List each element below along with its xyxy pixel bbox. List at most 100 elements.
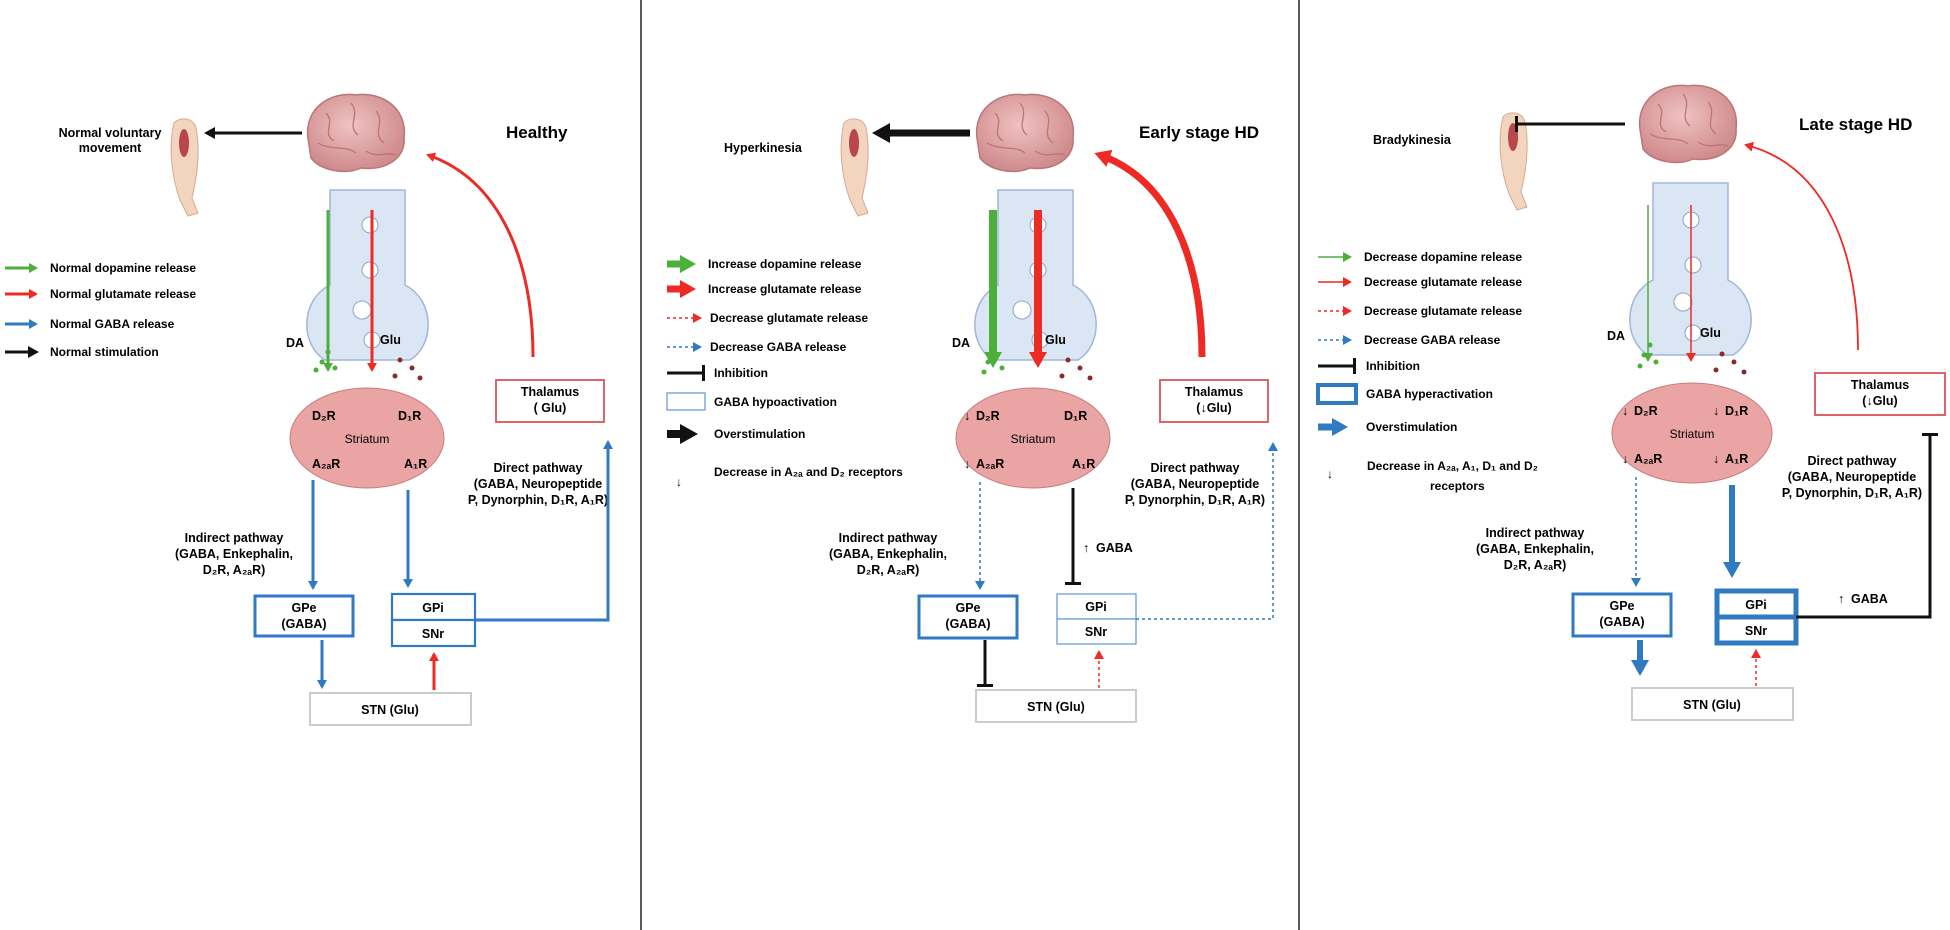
legend-label: Overstimulation <box>1366 420 1457 434</box>
gpe-box <box>253 594 355 638</box>
gpi-to-thalamus-arrow <box>475 440 613 622</box>
direct-pathway-label: P, Dynorphin, D₁R, A₁R) <box>1125 493 1265 507</box>
striatum <box>289 387 445 489</box>
gpe-box <box>1571 592 1673 638</box>
thalamus-to-cortex-arrow <box>1744 141 1859 351</box>
brain-icon <box>1638 84 1738 164</box>
legend: Increase dopamine release Increase gluta… <box>666 255 903 489</box>
da-label: DA <box>1607 329 1625 343</box>
indirect-pathway-label: D₂R, A₂ₐR) <box>857 563 920 577</box>
legend: Decrease dopamine release Decrease gluta… <box>1316 250 1538 493</box>
receptor-a1: A₁R <box>1725 452 1748 466</box>
legend-label: Normal GABA release <box>50 317 175 331</box>
direct-pathway-label: P, Dynorphin, D₁R, A₁R) <box>1782 486 1922 500</box>
receptor-a2a: A₂ₐR <box>1634 452 1662 466</box>
direct-pathway-label: (GABA, Neuropeptide <box>474 477 603 491</box>
legend-label: Decrease GABA release <box>710 340 847 354</box>
snr-label: SNr <box>1745 624 1767 638</box>
legend-label: Decrease dopamine release <box>1364 250 1522 264</box>
panel-healthy: Healthy Normal voluntary movement DA Gl <box>5 93 613 726</box>
legend-swatch <box>1316 383 1358 405</box>
gpe-sub: (GABA) <box>1599 615 1644 629</box>
direct-pathway-label: Direct pathway <box>1151 461 1240 475</box>
legend-label: GABA hypoactivation <box>714 395 837 409</box>
down-arrow-d2: ↓ <box>964 409 970 423</box>
thalamus-to-cortex-arrow <box>1094 149 1206 358</box>
indirect-pathway-label: (GABA, Enkephalin, <box>829 547 947 561</box>
thalamus-sub: (↓Glu) <box>1196 401 1231 415</box>
panel-late-hd: Late stage HD Bradykinesia DA Glu <box>1316 84 1946 721</box>
gpe-sub: (GABA) <box>945 617 990 631</box>
outcome-label: Normal voluntary <box>59 126 162 140</box>
legend-label: receptors <box>1430 479 1485 493</box>
legend-label: Normal glutamate release <box>50 287 196 301</box>
legend-label: Decrease in A₂ₐ and D₂ receptors <box>714 465 903 479</box>
legend-label: Decrease in A₂ₐ, A₁, D₁ and D₂ <box>1367 459 1538 473</box>
down-arrow-a2a: ↓ <box>964 457 970 471</box>
direct-pathway-label: (GABA, Neuropeptide <box>1788 470 1917 484</box>
receptor-d2: D₂R <box>1634 404 1658 418</box>
legend-label: Inhibition <box>714 366 768 380</box>
down-arrow-a2a: ↓ <box>1622 452 1628 466</box>
thalamus-to-cortex-arrow <box>426 152 535 358</box>
glu-label: Glu <box>1045 333 1066 347</box>
down-arrow-d1: ↓ <box>1713 404 1719 418</box>
outcome-label: Hyperkinesia <box>724 141 803 155</box>
stn-box <box>975 689 1137 723</box>
stn-label: STN (Glu) <box>1027 700 1085 714</box>
gaba-note: GABA <box>1851 592 1888 606</box>
legend: Normal dopamine release Normal glutamate… <box>5 261 196 359</box>
legend-label: Normal dopamine release <box>50 261 196 275</box>
da-label: DA <box>286 336 304 350</box>
gpi-label: GPi <box>422 601 444 615</box>
legend-label: GABA hyperactivation <box>1366 387 1493 401</box>
indirect-pathway-label: D₂R, A₂ₐR) <box>1504 558 1567 572</box>
brain-icon <box>306 93 406 173</box>
legend-label: Decrease glutamate release <box>710 311 868 325</box>
glu-label: Glu <box>1700 326 1721 340</box>
gpe-label: GPe <box>291 601 316 615</box>
stn-box <box>1631 687 1794 721</box>
thalamus-box <box>1159 379 1269 423</box>
gpe-label: GPe <box>1609 599 1634 613</box>
direct-pathway-label: Direct pathway <box>494 461 583 475</box>
direct-pathway-label: (GABA, Neuropeptide <box>1131 477 1260 491</box>
arm-icon <box>170 118 199 217</box>
panel-title: Late stage HD <box>1799 115 1912 134</box>
snr-label: SNr <box>422 627 444 641</box>
striatum-label: Striatum <box>345 432 390 446</box>
striatum-label: Striatum <box>1011 432 1056 446</box>
down-arrow-d2: ↓ <box>1622 404 1628 418</box>
gaba-up-note: ↑ <box>1083 541 1089 555</box>
striatum-label: Striatum <box>1670 427 1715 441</box>
legend-swatch: ↓ <box>676 475 682 489</box>
gpi-box <box>390 592 477 622</box>
direct-pathway-label: Direct pathway <box>1808 454 1897 468</box>
receptor-d1: D₁R <box>1064 409 1087 423</box>
gaba-up-note: ↑ <box>1838 592 1844 606</box>
gpi-to-thalamus-arrow <box>1136 442 1278 620</box>
neuron-terminal-icon <box>306 189 429 381</box>
legend-label: Increase dopamine release <box>708 257 862 271</box>
panel-title: Early stage HD <box>1139 123 1259 142</box>
gpe-label: GPe <box>955 601 980 615</box>
stn-label: STN (Glu) <box>361 703 419 717</box>
gpi-label: GPi <box>1085 600 1107 614</box>
gpi-box <box>1056 593 1137 620</box>
indirect-pathway-label: (GABA, Enkephalin, <box>175 547 293 561</box>
gpi-label: GPi <box>1745 598 1767 612</box>
indirect-pathway-label: Indirect pathway <box>839 531 938 545</box>
receptor-a1: A₁R <box>404 457 427 471</box>
striatum <box>955 387 1111 489</box>
snr-label: SNr <box>1085 625 1107 639</box>
legend-swatch: ↓ <box>1327 467 1333 481</box>
da-label: DA <box>952 336 970 350</box>
receptor-d2: D₂R <box>312 409 336 423</box>
thalamus-label: Thalamus <box>1185 385 1243 399</box>
legend-label: Decrease glutamate release <box>1364 304 1522 318</box>
thalamus-label: Thalamus <box>521 385 579 399</box>
outcome-label: movement <box>79 141 142 155</box>
legend-label: Increase glutamate release <box>708 282 862 296</box>
legend-label: Inhibition <box>1366 359 1420 373</box>
thalamus-sub: ( Glu) <box>534 401 567 415</box>
